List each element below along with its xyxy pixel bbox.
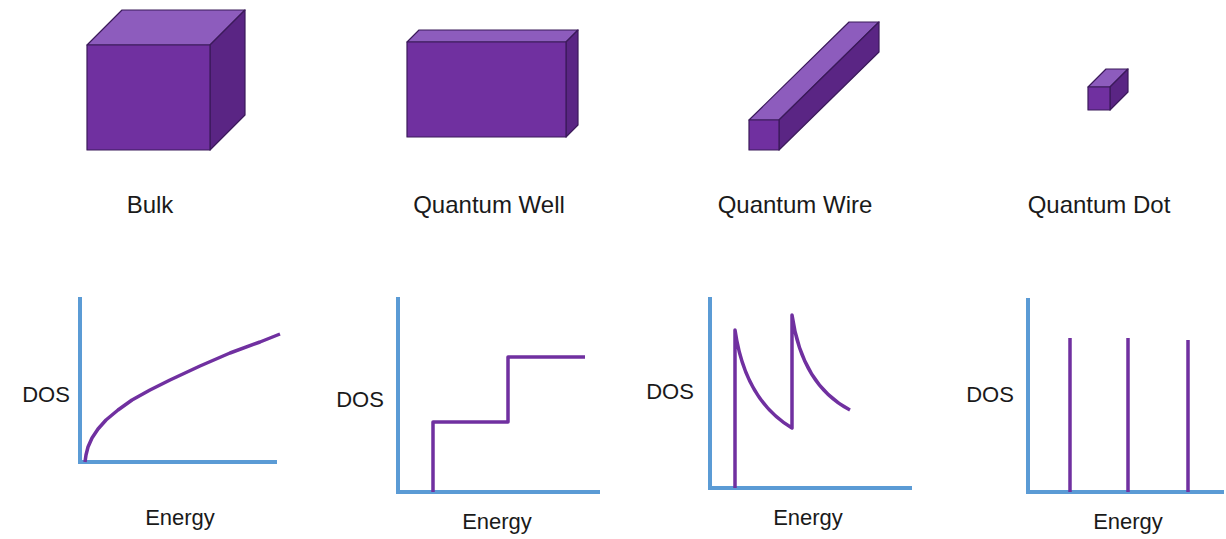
wire-bar	[749, 22, 879, 150]
dot-cube	[1088, 69, 1128, 110]
axis-label: DOS	[966, 383, 1014, 407]
bulk-cube	[87, 10, 245, 150]
axis-label: Energy	[462, 510, 532, 534]
shape-caption: Quantum Dot	[1028, 192, 1171, 218]
shape-caption: Bulk	[127, 192, 174, 218]
axis-label: Energy	[1093, 510, 1163, 534]
plot-axes	[80, 297, 1224, 492]
axis-label: Energy	[773, 506, 843, 530]
shape-caption: Quantum Well	[413, 192, 565, 218]
axis-label: DOS	[22, 383, 70, 407]
dos-curves	[85, 315, 1188, 492]
well-slab	[407, 30, 578, 137]
axis-label: Energy	[145, 506, 215, 530]
axis-label: DOS	[336, 388, 384, 412]
shape-caption: Quantum Wire	[718, 192, 873, 218]
axis-label: DOS	[646, 380, 694, 404]
